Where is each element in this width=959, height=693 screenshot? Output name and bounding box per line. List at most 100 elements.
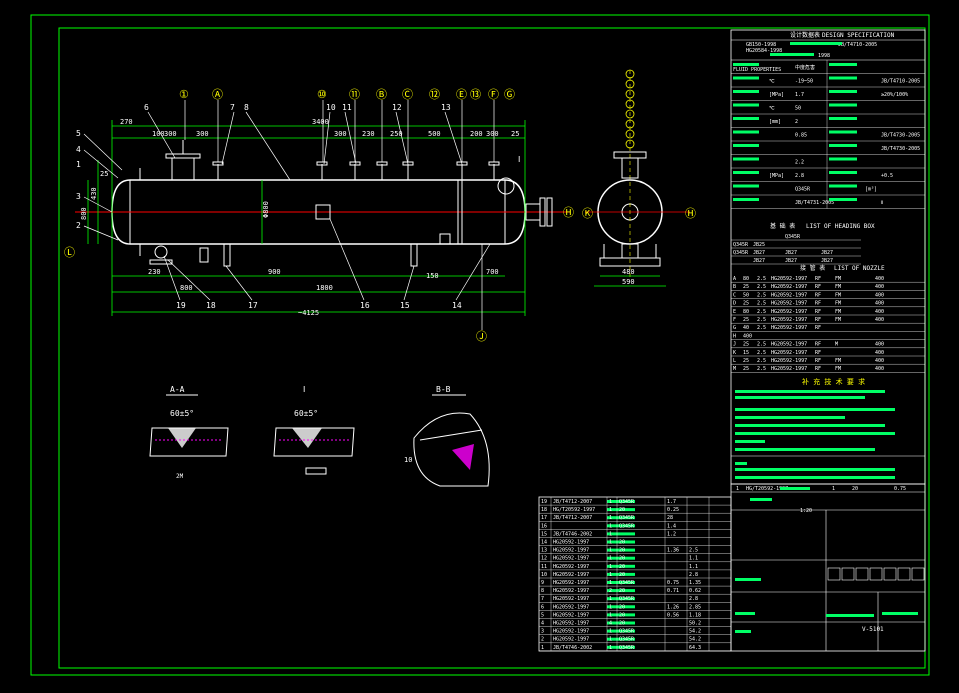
spec-row-value: 1.7 [795,92,804,98]
weld-detail-2: Ⅰ 60±5° [273,385,355,475]
spec-row-unit: [mm] [769,119,781,125]
title-scale: 1:20 [800,508,812,514]
spec-row-label: FLUID PROPERTIES [733,67,781,73]
leader-num-19: 19 [176,301,186,310]
leader-num-17: 17 [248,301,258,310]
leader-num-10: 10 [326,103,336,112]
dim-230-bottom: 230 [148,268,161,276]
heads-cell: JB27 [753,258,765,264]
spec-row-label-bar [733,117,759,120]
spec-code-2: HG20584-1998 [746,48,782,54]
parts-cell: 8 [541,588,544,594]
note-bar-7 [735,440,765,443]
leader-16 [329,218,365,301]
side-dim-480: 480 [622,268,635,276]
checkbox-3 [855,567,869,581]
parts-cell: HG20592-1997 [553,540,589,546]
nozzle-cell: HG20592-1997 [771,309,807,315]
parts-cell: JB/T4712-2007 [553,515,592,521]
heads-cell: JB27 [821,258,833,264]
nozzle-cell: 25 [743,284,749,290]
parts-cell: 15 [541,531,547,537]
nozzles-title-cn: 接 管 表 [800,264,825,272]
parts-cell: 20 [619,540,625,546]
outer-frame [30,14,930,676]
note-bar-6 [735,432,895,435]
parts-cell: 5 [541,612,544,618]
spec-row-right-bar [829,157,857,161]
leader-10 [323,111,331,165]
nozzle-cell: FM [835,317,841,323]
leader-num-16: 16 [360,301,370,310]
spec-year: 1998 [818,53,830,59]
nozzle-cell: HG20592-1997 [771,358,807,364]
nozzle-cell: RF [815,342,821,348]
side-view: 480 590 Ⓚ Ⓗ [582,69,696,287]
spec-row-right-value: +0.5 [881,173,893,179]
nozzle-cell: L [733,358,736,364]
leader-numbers: 6 7 8 10 11 12 13 5 4 3 2 1 19 18 17 16 … [76,103,520,310]
parts-row-bar [607,524,635,528]
parts-cell: 20 [619,604,625,610]
stack-bubble-7 [625,129,635,139]
nozzle-cell: 400 [875,317,884,323]
parts-cell: 54.2 [689,637,701,643]
checkbox-2 [841,567,855,581]
parts-cell: 2 [541,637,544,643]
nozzle-cell: 80 [743,276,749,282]
bubble-left: Ⓛ [64,246,75,259]
parts-row-bar [607,540,635,544]
stack-bubble-4 [625,99,635,109]
title-bar-4 [735,612,755,615]
parts-cell: 20 [619,548,625,554]
leader-18 [167,259,211,301]
nozzle-cell: 400 [875,366,884,372]
parts-cell: 1 [609,556,612,562]
leader-num-5: 5 [76,129,81,138]
leader-num-18: 18 [206,301,216,310]
spec-row-right-value: JB/T4730-2005 [881,146,920,152]
checkbox-7 [911,567,925,581]
side-dim-590: 590 [622,278,635,286]
nozzle-cell: 15 [743,350,749,356]
parts-cell: 1 [609,612,612,618]
stack-bubble-3 [625,89,635,99]
nozzle-cell: FM [835,276,841,282]
parts-row-bar [607,629,635,633]
spec-row-value: 0.85 [795,133,807,139]
nozzle-10-flange [316,161,328,166]
spec-panel: 设计数据表 DESIGN SPECIFICATION GB150-1998 HG… [730,29,926,485]
parts-cell: HG20592-1997 [553,580,589,586]
nozzle-cell: HG20592-1997 [771,342,807,348]
nozzle-cell: 50 [743,292,749,298]
leader-8 [245,111,291,181]
parts-cell: 2.85 [689,604,701,610]
parts-cell: 1.35 [689,580,701,586]
stack-bubble-2 [625,79,635,89]
dim-500: 500 [428,130,441,138]
parts-cell: 10 [541,572,547,578]
parts-cell: 1 [609,604,612,610]
nozzle-cell: 2.5 [757,342,766,348]
parts-cell: 1 [609,572,612,578]
nozzle-cell: 400 [875,309,884,315]
parts-cell: 0.62 [689,588,701,594]
parts-cell: 2.8 [689,596,698,602]
nozzle-cell: 2.5 [757,292,766,298]
parts-cell: 4 [541,621,544,627]
saddle-right [439,233,451,245]
nozzle-cell: FM [835,301,841,307]
leader-num-2: 2 [76,221,81,230]
notes-title: 补 充 技 术 要 求 [802,377,865,386]
bubble-right: Ⓗ [563,206,574,219]
nozzle-cell: HG20592-1997 [771,350,807,356]
note-bar-11 [735,476,895,479]
parts-cell: HG20592-1997 [553,629,589,635]
leader-num-1: 1 [76,160,81,169]
leader-num-6: 6 [144,103,149,112]
parts-cell: 20 [619,507,625,513]
spec-row-value: -19~50 [795,79,813,85]
bubble-g: Ⓖ [504,88,515,101]
